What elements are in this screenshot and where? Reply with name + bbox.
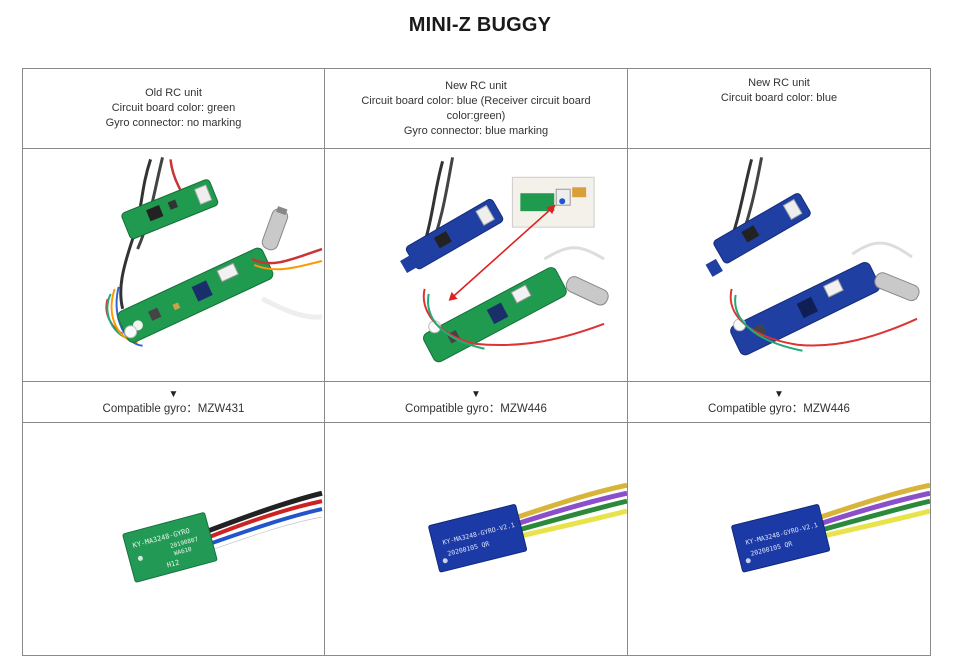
triangle-down-icon: ▼ xyxy=(471,389,481,400)
board-photo-row xyxy=(22,148,931,382)
rc-unit-photo xyxy=(400,157,609,363)
compatible-gyro-label: Compatible gyro：MZW431 xyxy=(102,403,245,415)
rc-unit-photo xyxy=(705,157,920,356)
gyro-photo-new-2: KY-MA3248-GYRO-V2.1 20200105 QR xyxy=(627,422,931,656)
header-cell-new-2: New RC unit Circuit board color: blue xyxy=(627,68,931,149)
gyro-photo-new-1: KY-MA3248-GYRO-V2.1 20200105 QR xyxy=(324,422,628,656)
compatible-gyro-label: Compatible gyro：MZW446 xyxy=(708,403,850,415)
gyro-photo: KY-MA3248-GYRO-V2.1 20200105 QR xyxy=(731,482,930,573)
compatible-cell-old: ▼ Compatible gyro：MZW431 xyxy=(22,381,325,423)
silkscreen-text: WA610 xyxy=(173,546,193,558)
gyro-photo-old: KY-MA3248-GYRO 20190807 WA610 H12 xyxy=(22,422,325,656)
rc-unit-photo xyxy=(105,156,323,347)
triangle-down-icon: ▼ xyxy=(168,389,179,400)
board-photo-new-1 xyxy=(324,148,628,382)
compatible-row: ▼ Compatible gyro：MZW431 ▼ Compatible gy… xyxy=(22,381,931,423)
gyro-photo: KY-MA3248-GYRO 20190807 WA610 H12 xyxy=(122,490,323,583)
header-text: New RC unit Circuit board color: blue xyxy=(720,77,838,104)
header-row: Old RC unit Circuit board color: green G… xyxy=(22,68,931,149)
header-text: New RC unit Circuit board color: blue (R… xyxy=(361,79,591,137)
board-photo-old xyxy=(22,148,325,382)
header-text: Old RC unit Circuit board color: green G… xyxy=(105,87,242,129)
gyro-photo: KY-MA3248-GYRO-V2.1 20200105 QR xyxy=(428,482,627,573)
page-title: MINI-Z BUGGY xyxy=(408,14,552,36)
header-cell-new-1: New RC unit Circuit board color: blue (R… xyxy=(324,68,628,149)
triangle-down-icon: ▼ xyxy=(774,389,784,400)
gyro-photo-row: KY-MA3248-GYRO 20190807 WA610 H12 KY-MA3… xyxy=(22,422,931,656)
comparison-table: Old RC unit Circuit board color: green G… xyxy=(22,68,931,656)
silkscreen-text: H12 xyxy=(166,558,180,569)
compatible-cell-new-2: ▼ Compatible gyro：MZW446 xyxy=(627,381,931,423)
header-cell-old: Old RC unit Circuit board color: green G… xyxy=(22,68,325,149)
compatible-gyro-label: Compatible gyro：MZW446 xyxy=(405,403,547,415)
compatible-cell-new-1: ▼ Compatible gyro：MZW446 xyxy=(324,381,628,423)
board-photo-new-2 xyxy=(627,148,931,382)
